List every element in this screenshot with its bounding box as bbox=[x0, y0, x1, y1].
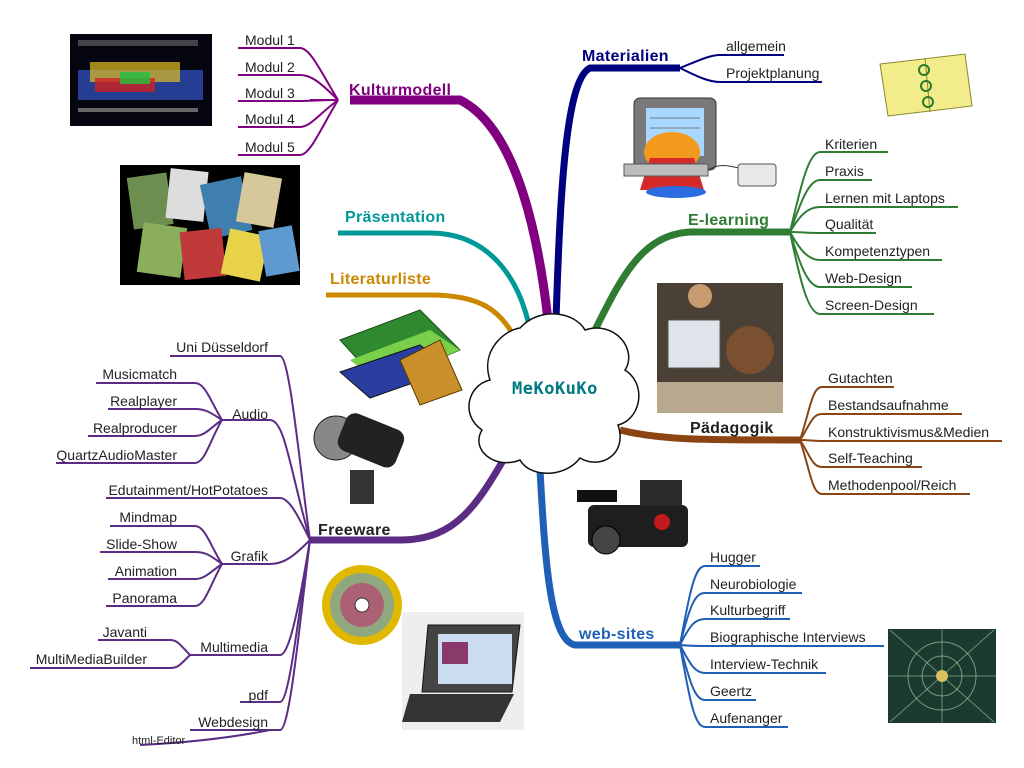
freeware-audio-label[interactable]: Audio bbox=[232, 406, 268, 422]
webdesign-item[interactable]: html-Editor bbox=[132, 735, 186, 747]
kulturmodell-item[interactable]: Modul 4 bbox=[245, 111, 295, 127]
paedagogik-connectors bbox=[619, 386, 1002, 495]
praesentation-connector bbox=[338, 230, 533, 331]
grafik-item[interactable]: Mindmap bbox=[119, 509, 177, 525]
kulturmodell-connectors bbox=[238, 47, 553, 321]
branch-freeware[interactable]: Freeware bbox=[318, 522, 391, 539]
books-clipart bbox=[339, 309, 463, 406]
paedagogik-item[interactable]: Bestandsaufnahme bbox=[828, 397, 949, 413]
branch-praesentation[interactable]: Präsentation bbox=[345, 209, 446, 226]
freeware-item-edutainment[interactable]: Edutainment/HotPotatoes bbox=[108, 482, 268, 498]
websites-item[interactable]: Interview-Technik bbox=[710, 656, 819, 672]
kulturmodell-item[interactable]: Modul 2 bbox=[245, 59, 295, 75]
branch-websites[interactable]: web-sites bbox=[579, 626, 655, 643]
websites-item[interactable]: Kulturbegriff bbox=[710, 602, 786, 618]
laptop-clipart bbox=[402, 612, 524, 730]
freeware-item-pdf[interactable]: pdf bbox=[248, 687, 268, 703]
audio-item[interactable]: Realplayer bbox=[110, 393, 177, 409]
elearning-item[interactable]: Lernen mit Laptops bbox=[825, 190, 945, 206]
microphone-clipart bbox=[313, 413, 405, 504]
materialien-item[interactable]: Projektplanung bbox=[726, 65, 820, 81]
audio-item[interactable]: Realproducer bbox=[92, 420, 177, 436]
branch-paedagogik[interactable]: Pädagogik bbox=[690, 420, 774, 437]
paedagogik-item[interactable]: Self-Teaching bbox=[828, 450, 913, 466]
multimedia-item[interactable]: Javanti bbox=[102, 624, 147, 640]
multimedia-item[interactable]: MultiMediaBuilder bbox=[35, 651, 147, 667]
elearning-item[interactable]: Kompetenztypen bbox=[825, 243, 931, 259]
computer-user-clipart bbox=[623, 97, 777, 198]
grafik-item[interactable]: Animation bbox=[114, 563, 177, 579]
elearning-item[interactable]: Web-Design bbox=[825, 270, 902, 286]
kulturmodell-item[interactable]: Modul 1 bbox=[245, 32, 295, 48]
freeware-webdesign-label[interactable]: Webdesign bbox=[198, 714, 268, 730]
branch-kulturmodell[interactable]: Kulturmodell bbox=[349, 82, 452, 99]
center-cloud bbox=[468, 313, 640, 474]
branch-materialien[interactable]: Materialien bbox=[582, 48, 669, 65]
camcorder-clipart bbox=[577, 480, 688, 555]
branch-elearning[interactable]: E-learning bbox=[688, 212, 770, 229]
websites-item[interactable]: Neurobiologie bbox=[710, 576, 797, 592]
websites-connectors bbox=[536, 469, 884, 728]
kulturmodell-item[interactable]: Modul 3 bbox=[245, 85, 295, 101]
websites-item[interactable]: Biographische Interviews bbox=[710, 629, 866, 645]
paedagogik-item[interactable]: Konstruktivismus&Medien bbox=[828, 424, 990, 440]
book-notes-clipart bbox=[879, 53, 973, 117]
culture-map-thumbnail bbox=[70, 34, 212, 126]
elearning-item[interactable]: Praxis bbox=[825, 163, 864, 179]
center-node-label: MeKoKuKo bbox=[512, 379, 598, 399]
branch-literaturliste[interactable]: Literaturliste bbox=[330, 271, 432, 288]
websites-item[interactable]: Aufenanger bbox=[710, 710, 783, 726]
brochures-photo bbox=[120, 165, 300, 285]
materialien-connectors bbox=[552, 54, 822, 321]
freeware-item-uni-duesseldorf[interactable]: Uni Düsseldorf bbox=[176, 339, 268, 355]
freeware-connectors bbox=[30, 355, 519, 746]
paedagogik-item[interactable]: Gutachten bbox=[828, 370, 893, 386]
grafik-item[interactable]: Panorama bbox=[112, 590, 177, 606]
audio-item[interactable]: Musicmatch bbox=[102, 366, 177, 382]
freeware-multimedia-label[interactable]: Multimedia bbox=[200, 639, 268, 655]
paedagogik-item[interactable]: Methodenpool/Reich bbox=[828, 477, 957, 493]
grafik-item[interactable]: Slide-Show bbox=[106, 536, 177, 552]
literaturliste-connector bbox=[326, 292, 518, 340]
cd-clipart bbox=[322, 565, 402, 645]
elearning-item[interactable]: Qualität bbox=[825, 216, 874, 232]
websites-item[interactable]: Hugger bbox=[710, 549, 756, 565]
classroom-photo bbox=[657, 283, 783, 413]
spider-web-photo bbox=[888, 629, 996, 723]
elearning-connectors bbox=[586, 151, 958, 342]
websites-item[interactable]: Geertz bbox=[710, 683, 753, 699]
elearning-item[interactable]: Kriterien bbox=[825, 136, 878, 152]
elearning-item[interactable]: Screen-Design bbox=[825, 297, 918, 313]
audio-item[interactable]: QuartzAudioMaster bbox=[56, 447, 177, 463]
freeware-grafik-label[interactable]: Grafik bbox=[230, 548, 268, 564]
kulturmodell-item[interactable]: Modul 5 bbox=[245, 139, 295, 155]
materialien-item[interactable]: allgemein bbox=[726, 38, 786, 54]
